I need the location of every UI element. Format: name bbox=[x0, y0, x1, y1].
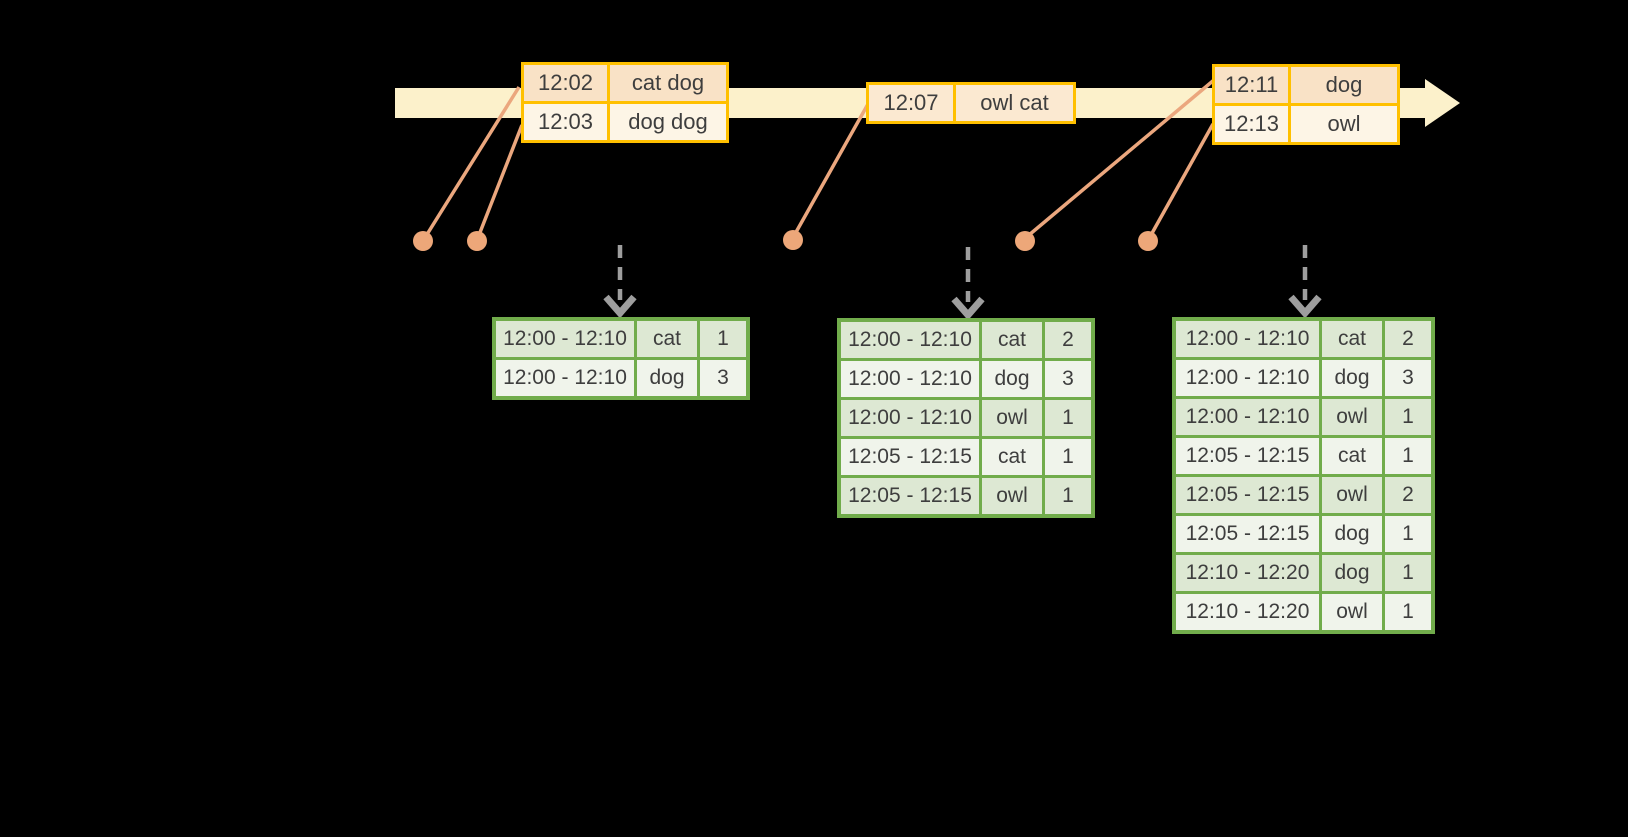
count: 3 bbox=[1045, 361, 1091, 397]
window-range: 12:00 - 12:10 bbox=[841, 322, 979, 358]
event-time: 12:11 bbox=[1215, 67, 1288, 103]
trigger-down-arrow-icon bbox=[1288, 245, 1322, 319]
word: dog bbox=[637, 360, 697, 396]
event-dot-icon bbox=[1015, 231, 1035, 251]
count: 1 bbox=[1045, 439, 1091, 475]
count: 1 bbox=[1385, 594, 1431, 630]
count: 2 bbox=[1385, 477, 1431, 513]
table-row: 12:00 - 12:10 dog 3 bbox=[496, 360, 746, 396]
word: owl bbox=[1322, 477, 1382, 513]
event-row: 12:03 dog dog bbox=[524, 104, 726, 140]
table-row: 12:00 - 12:10 cat 2 bbox=[1176, 321, 1431, 357]
window-range: 12:00 - 12:10 bbox=[1176, 399, 1319, 435]
table-row: 12:00 - 12:10 cat 2 bbox=[841, 322, 1091, 358]
window-range: 12:00 - 12:10 bbox=[1176, 321, 1319, 357]
event-time: 12:03 bbox=[524, 104, 607, 140]
event-table-2: 12:07 owl cat bbox=[866, 82, 1076, 124]
window-range: 12:00 - 12:10 bbox=[496, 321, 634, 357]
event-row: 12:13 owl bbox=[1215, 106, 1397, 142]
table-row: 12:00 - 12:10 cat 1 bbox=[496, 321, 746, 357]
event-time: 12:02 bbox=[524, 65, 607, 101]
count: 1 bbox=[1385, 555, 1431, 591]
trigger-down-arrow-icon bbox=[951, 247, 985, 321]
event-dot-icon bbox=[1138, 231, 1158, 251]
table-row: 12:00 - 12:10 owl 1 bbox=[841, 400, 1091, 436]
event-words: owl cat bbox=[956, 85, 1073, 121]
table-row: 12:10 - 12:20 dog 1 bbox=[1176, 555, 1431, 591]
word: dog bbox=[1322, 516, 1382, 552]
table-row: 12:00 - 12:10 owl 1 bbox=[1176, 399, 1431, 435]
table-row: 12:05 - 12:15 cat 1 bbox=[1176, 438, 1431, 474]
count: 1 bbox=[700, 321, 746, 357]
table-row: 12:05 - 12:15 cat 1 bbox=[841, 439, 1091, 475]
event-connector-line bbox=[793, 103, 870, 235]
window-range: 12:10 - 12:20 bbox=[1176, 594, 1319, 630]
word: dog bbox=[982, 361, 1042, 397]
event-words: dog dog bbox=[610, 104, 726, 140]
trigger-down-arrow-icon bbox=[603, 245, 637, 319]
event-time: 12:07 bbox=[869, 85, 953, 121]
count: 1 bbox=[1385, 438, 1431, 474]
window-range: 12:00 - 12:10 bbox=[496, 360, 634, 396]
result-table-2: 12:00 - 12:10 cat 2 12:00 - 12:10 dog 3 … bbox=[837, 318, 1095, 518]
event-words: cat dog bbox=[610, 65, 726, 101]
word: owl bbox=[1322, 399, 1382, 435]
result-table-3: 12:00 - 12:10 cat 2 12:00 - 12:10 dog 3 … bbox=[1172, 317, 1435, 634]
window-range: 12:00 - 12:10 bbox=[841, 361, 979, 397]
event-table-1: 12:02 cat dog 12:03 dog dog bbox=[521, 62, 729, 143]
table-row: 12:05 - 12:15 owl 1 bbox=[841, 478, 1091, 514]
event-row: 12:02 cat dog bbox=[524, 65, 726, 101]
event-connector-line bbox=[477, 124, 524, 236]
window-range: 12:05 - 12:15 bbox=[1176, 477, 1319, 513]
window-range: 12:05 - 12:15 bbox=[1176, 516, 1319, 552]
word: cat bbox=[637, 321, 697, 357]
count: 2 bbox=[1385, 321, 1431, 357]
word: cat bbox=[982, 439, 1042, 475]
event-words: dog bbox=[1291, 67, 1397, 103]
event-time: 12:13 bbox=[1215, 106, 1288, 142]
event-dot-icon bbox=[467, 231, 487, 251]
table-row: 12:05 - 12:15 dog 1 bbox=[1176, 516, 1431, 552]
count: 3 bbox=[1385, 360, 1431, 396]
word: cat bbox=[982, 322, 1042, 358]
table-row: 12:00 - 12:10 dog 3 bbox=[1176, 360, 1431, 396]
count: 1 bbox=[1045, 478, 1091, 514]
window-range: 12:00 - 12:10 bbox=[841, 400, 979, 436]
event-row: 12:11 dog bbox=[1215, 67, 1397, 103]
window-range: 12:05 - 12:15 bbox=[841, 478, 979, 514]
count: 3 bbox=[700, 360, 746, 396]
word: owl bbox=[982, 478, 1042, 514]
table-row: 12:05 - 12:15 owl 2 bbox=[1176, 477, 1431, 513]
event-dot-icon bbox=[783, 230, 803, 250]
event-connector-line bbox=[1027, 78, 1216, 237]
event-dot-icon bbox=[413, 231, 433, 251]
event-table-3: 12:11 dog 12:13 owl bbox=[1212, 64, 1400, 145]
word: dog bbox=[1322, 555, 1382, 591]
word: owl bbox=[982, 400, 1042, 436]
window-range: 12:10 - 12:20 bbox=[1176, 555, 1319, 591]
word: cat bbox=[1322, 438, 1382, 474]
word: owl bbox=[1322, 594, 1382, 630]
count: 1 bbox=[1385, 516, 1431, 552]
result-table-1: 12:00 - 12:10 cat 1 12:00 - 12:10 dog 3 bbox=[492, 317, 750, 400]
count: 1 bbox=[1045, 400, 1091, 436]
count: 2 bbox=[1045, 322, 1091, 358]
event-words: owl bbox=[1291, 106, 1397, 142]
word: dog bbox=[1322, 360, 1382, 396]
event-row: 12:07 owl cat bbox=[869, 85, 1073, 121]
event-connector-line bbox=[424, 86, 521, 237]
event-connector-line bbox=[1149, 123, 1215, 236]
window-range: 12:00 - 12:10 bbox=[1176, 360, 1319, 396]
count: 1 bbox=[1385, 399, 1431, 435]
table-row: 12:10 - 12:20 owl 1 bbox=[1176, 594, 1431, 630]
table-row: 12:00 - 12:10 dog 3 bbox=[841, 361, 1091, 397]
word: cat bbox=[1322, 321, 1382, 357]
timeline-right-arrow-icon bbox=[1425, 79, 1460, 127]
window-range: 12:05 - 12:15 bbox=[1176, 438, 1319, 474]
window-range: 12:05 - 12:15 bbox=[841, 439, 979, 475]
